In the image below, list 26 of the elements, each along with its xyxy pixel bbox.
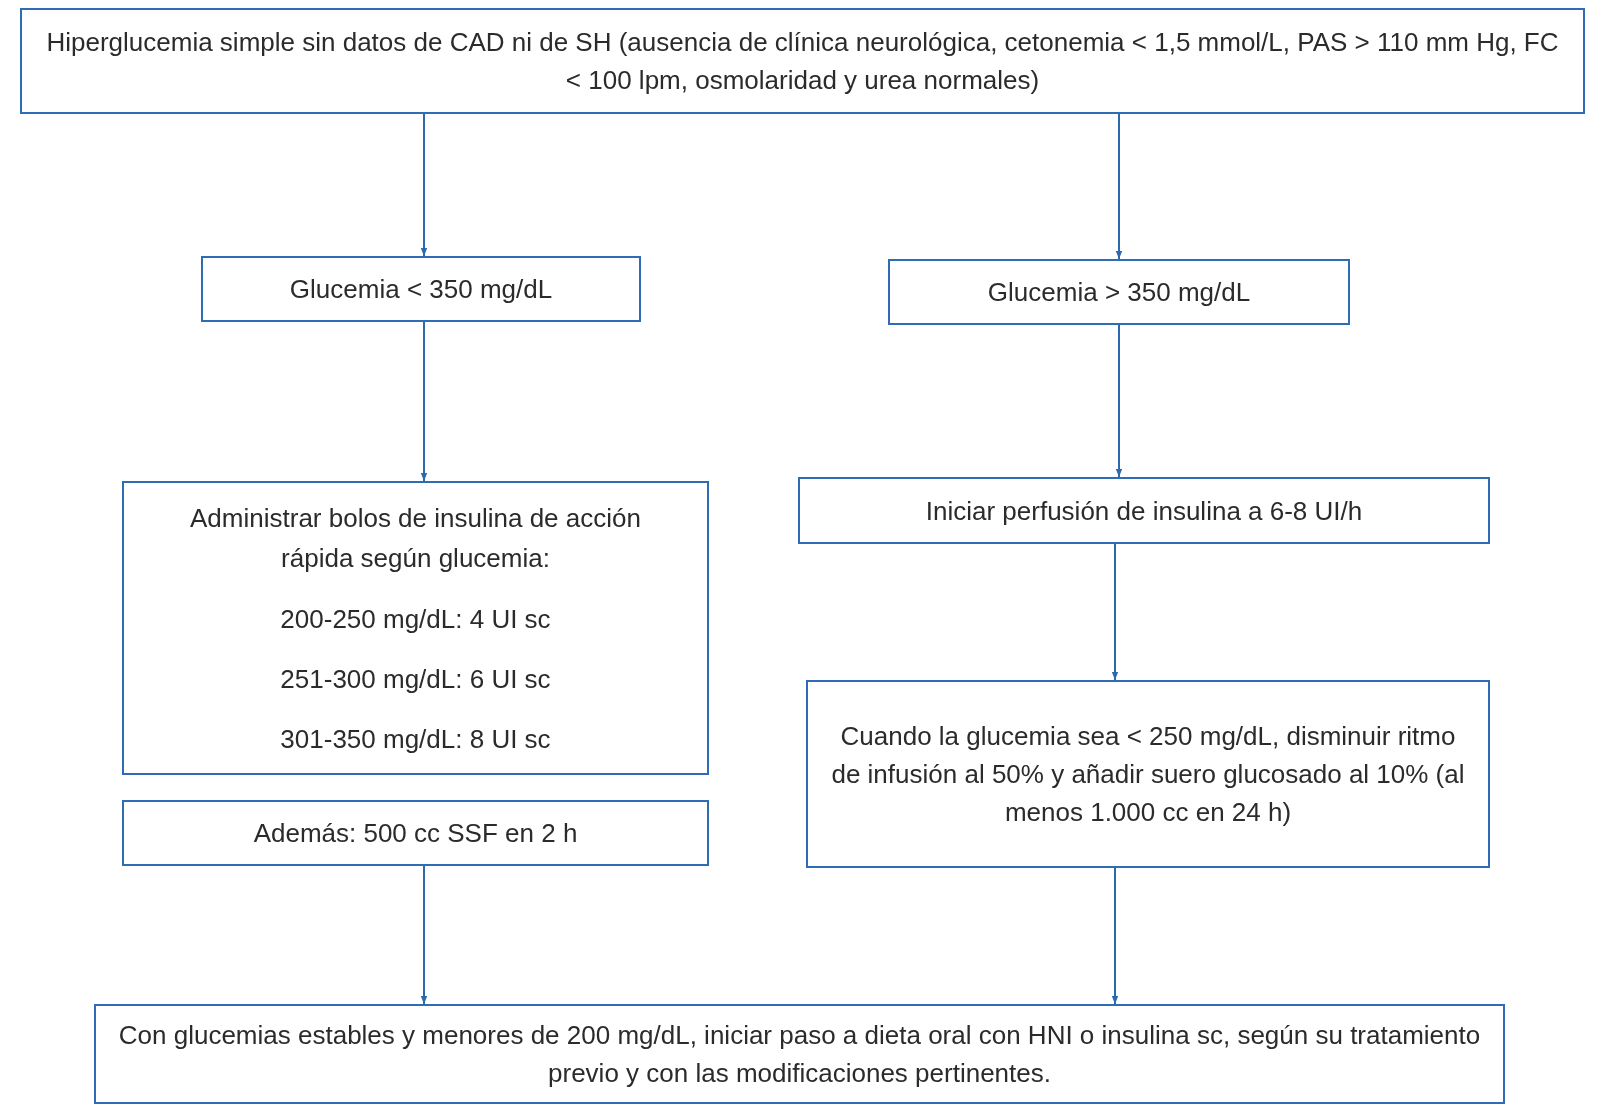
process-box — [806, 680, 1490, 868]
process-box — [122, 800, 709, 866]
process-box — [94, 1004, 1505, 1104]
process-box — [20, 8, 1585, 114]
process-box — [201, 256, 641, 322]
arrow — [420, 113, 428, 257]
arrow — [1115, 113, 1123, 260]
box-text: 301-350 mg/dL: 8 UI sc — [280, 723, 551, 756]
arrow — [1115, 324, 1123, 478]
box-text: Glucemia < 350 mg/dL — [289, 273, 553, 306]
arrow — [420, 865, 428, 1005]
arrow — [1111, 543, 1119, 681]
box-text: Glucemia > 350 mg/dL — [987, 276, 1251, 309]
process-box — [122, 481, 709, 775]
arrow — [420, 321, 428, 482]
arrow — [1111, 867, 1119, 1005]
process-box — [888, 259, 1350, 325]
box-text: 251-300 mg/dL: 6 UI sc — [280, 663, 551, 696]
box-text: Administrar bolos de insulina de acción rápida según glucemia: — [189, 502, 642, 575]
process-box — [798, 477, 1490, 544]
box-text: Hiperglucemia simple sin datos de CAD ni de SH (ausencia de clínica neurológica, cetonemia < 1,5 mmol/L, PAS > 110 mm Hg, FC < 100 lpm, osmolaridad y urea normales) — [45, 26, 1560, 97]
box-text: Además: 500 cc SSF en 2 h — [253, 817, 578, 850]
box-text: Iniciar perfusión de insulina a 6-8 UI/h — [925, 494, 1363, 528]
box-text: Cuando la glucemia sea < 250 mg/dL, disminuir ritmo de infusión al 50% y añadir suero glucosado al 10% (al menos 1.000 cc en 24 h) — [830, 720, 1466, 829]
box-text: Con glucemias estables y menores de 200 mg/dL, iniciar paso a dieta oral con HNI o insulina sc, según su tratamiento previo y con las modificaciones pertinentes. — [117, 1019, 1482, 1090]
box-text: 200-250 mg/dL: 4 UI sc — [280, 603, 551, 636]
